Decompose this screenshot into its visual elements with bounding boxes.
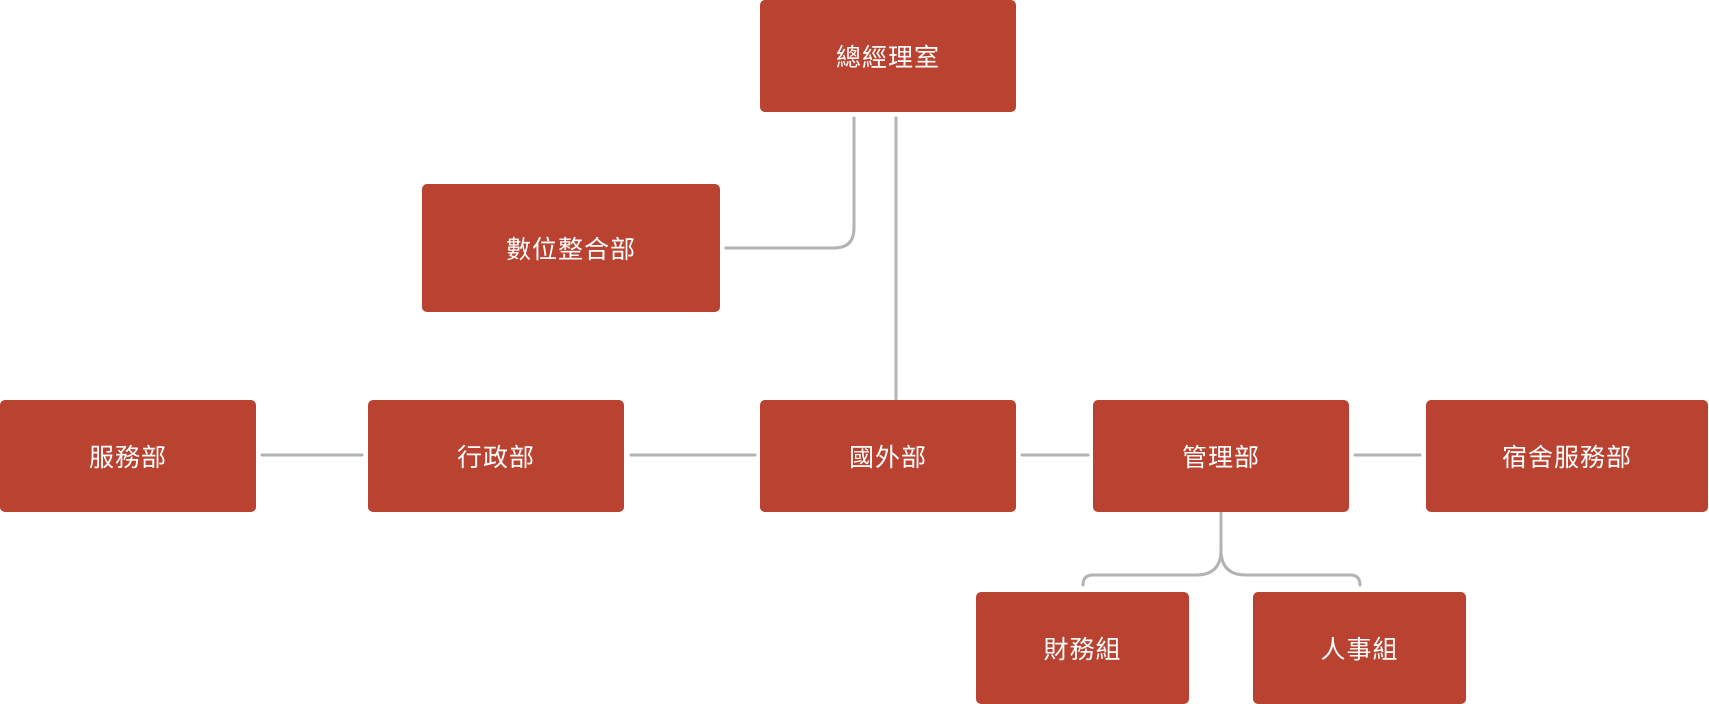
node-finance-group: 財務組 [976, 592, 1189, 704]
node-label: 管理部 [1181, 443, 1260, 472]
node-label: 國外部 [848, 443, 927, 472]
node-international: 國外部 [760, 400, 1016, 512]
node-dormitory-service: 宿舍服務部 [1426, 400, 1708, 512]
line-management-to-hr [1219, 510, 1362, 587]
node-administration: 行政部 [368, 400, 624, 512]
node-label: 財務組 [1043, 635, 1122, 664]
line-gm-to-digital [724, 116, 856, 250]
node-label: 行政部 [456, 443, 535, 472]
node-label: 人事組 [1320, 635, 1399, 664]
node-digital-integration: 數位整合部 [422, 184, 720, 312]
node-label: 數位整合部 [505, 235, 636, 264]
node-label: 服務部 [88, 443, 167, 472]
node-general-manager: 總經理室 [760, 0, 1016, 112]
node-label: 總經理室 [835, 43, 940, 72]
node-label: 宿舍服務部 [1501, 443, 1632, 472]
node-service: 服務部 [0, 400, 256, 512]
line-management-to-finance [1081, 510, 1223, 587]
node-management: 管理部 [1093, 400, 1349, 512]
node-hr-group: 人事組 [1253, 592, 1466, 704]
